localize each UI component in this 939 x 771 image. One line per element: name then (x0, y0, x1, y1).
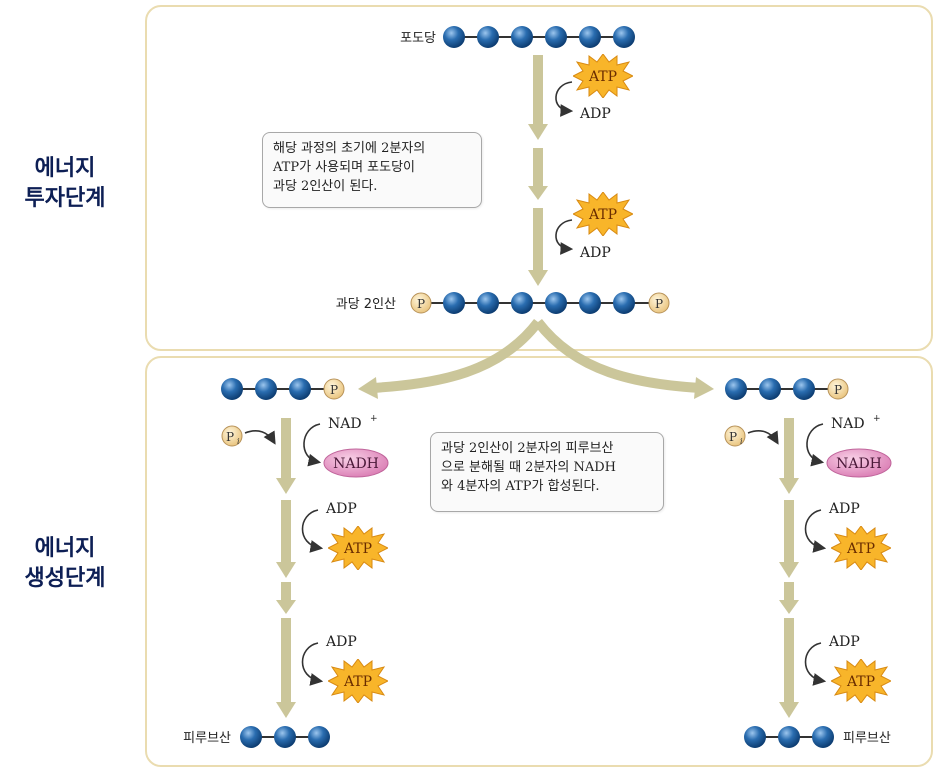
payoff-phase-label: 에너지 생성단계 (0, 534, 130, 594)
pi-label-left: P (226, 430, 234, 444)
payoff-phase-panel (145, 356, 933, 767)
pi-subscript-left: i (237, 437, 240, 446)
phosphate-label: P (655, 297, 663, 311)
atp-label-3: ATP (343, 541, 372, 557)
pyruvate-right-label: 피루브산 (843, 731, 891, 746)
payoff-note-line2: 으로 분해될 때 2분자의 NADH (441, 460, 616, 475)
payoff-note-box: 과당 2인산이 2분자의 피루브산 으로 분해될 때 2분자의 NADH 와 4… (430, 432, 664, 512)
adp-label-5: ADP (828, 501, 860, 517)
adp-label-1: ADP (579, 106, 611, 122)
right-triose-phosphate-chain: P (725, 378, 849, 400)
phosphate-icon (221, 425, 243, 447)
investment-phase-label: 에너지 투자단계 (0, 154, 130, 214)
payoff-phase-line2: 생성단계 (24, 566, 106, 591)
atp-label-5: ATP (846, 541, 875, 557)
nad-label-left: NAD (328, 416, 362, 432)
adp-label-2: ADP (579, 245, 611, 261)
left-payoff-arrow (276, 418, 296, 718)
adp-label-4: ADP (325, 634, 357, 650)
payoff-note-line3: 와 4분자의 ATP가 합성된다. (441, 479, 600, 494)
left-pyruvate-chain (240, 726, 330, 748)
investment-phase-line1: 에너지 (34, 156, 96, 181)
nadh-icon (826, 448, 892, 478)
nad-superscript-right: + (873, 414, 881, 424)
atp-label-6: ATP (846, 674, 875, 690)
phosphate-label: P (417, 297, 425, 311)
payoff-note-line1: 과당 2인산이 2분자의 피루브산 (441, 441, 614, 456)
right-pyruvate-chain (744, 726, 834, 748)
phosphate-label: P (834, 383, 842, 397)
pyruvate-left-label: 피루브산 (183, 731, 231, 746)
glucose-label: 포도당 (400, 31, 436, 46)
adp-label-3: ADP (325, 501, 357, 517)
fructose-bisphosphate-chain: P P (410, 292, 670, 314)
atp-label-4: ATP (343, 674, 372, 690)
fructose-bisphosphate-label: 과당 2인산 (336, 297, 396, 312)
investment-note-line2: ATP가 사용되며 포도당이 (273, 160, 415, 175)
nad-superscript-left: + (370, 414, 378, 424)
investment-phase-line2: 투자단계 (24, 186, 106, 211)
adp-label-6: ADP (828, 634, 860, 650)
nadh-label-right: NADH (836, 456, 882, 472)
investment-arrow (528, 55, 548, 286)
glucose-chain (443, 26, 635, 48)
nadh-label-left: NADH (333, 456, 379, 472)
phosphate-icon (724, 425, 746, 447)
investment-note-line1: 해당 과정의 초기에 2분자의 (273, 141, 426, 156)
left-triose-phosphate-chain: P (221, 378, 345, 400)
investment-note-box: 해당 과정의 초기에 2분자의 ATP가 사용되며 포도당이 과당 2인산이 된… (262, 132, 482, 208)
investment-note-line3: 과당 2인산이 된다. (273, 179, 378, 194)
atp-label-1: ATP (588, 69, 617, 85)
nadh-icon (323, 448, 389, 478)
nad-label-right: NAD (831, 416, 865, 432)
pi-label-right: P (729, 430, 737, 444)
atp-label-2: ATP (588, 207, 617, 223)
phosphate-label: P (330, 383, 338, 397)
pi-subscript-right: i (740, 437, 743, 446)
right-payoff-arrow (779, 418, 799, 718)
split-arrows (358, 318, 714, 399)
payoff-phase-line1: 에너지 (34, 536, 96, 561)
